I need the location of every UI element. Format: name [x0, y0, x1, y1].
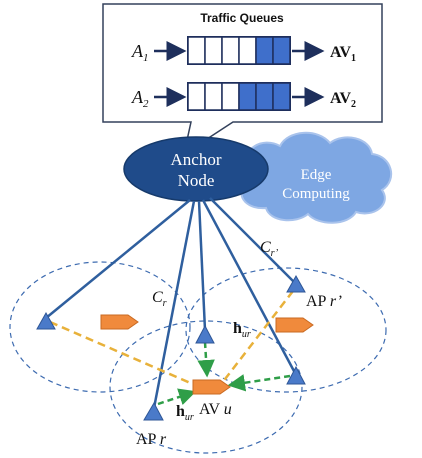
anchor-node: Anchor Node: [123, 136, 269, 202]
channel-label-h-ur-bottom: hur: [176, 403, 194, 423]
backhaul-link-center: [197, 200, 207, 331]
edge-computing-label-1: Edge: [301, 167, 332, 183]
queue-input-label-1: A1: [131, 41, 149, 64]
queue-slot-empty: [187, 36, 206, 65]
traffic-queues-callout: Traffic Queues A1 AV1 A2 AV2: [102, 3, 383, 156]
queue-slots-1: [187, 36, 291, 65]
interference-link-top-right: [221, 290, 294, 384]
vehicle-left: [100, 314, 139, 330]
access-point-right: [286, 365, 306, 385]
coverage-area-right: [185, 267, 387, 393]
access-point-center: [195, 324, 215, 344]
signal-link-center: [197, 341, 215, 378]
queue-input-label-2: A2: [131, 87, 149, 110]
queue-slot-empty: [204, 82, 223, 111]
vehicle-av-u: [192, 379, 231, 395]
queue-slot-empty: [204, 36, 223, 65]
interference-links: [49, 290, 294, 387]
queue-output-label-2: AV2: [330, 90, 356, 110]
vehicle-right: [275, 317, 314, 333]
edge-computing-label-2: Computing: [282, 186, 350, 202]
queue-row-1: A1 AV1: [131, 36, 356, 65]
queue-slot-empty: [238, 36, 257, 65]
coverage-area-left: [9, 261, 191, 393]
coverage-areas: [9, 261, 387, 454]
channel-label-h-ur-top: hur: [233, 320, 251, 340]
queue-slot-empty: [221, 36, 240, 65]
interference-link-left: [49, 320, 196, 387]
link-label-c-r-prime: Cr’: [260, 239, 279, 259]
backhaul-links: [45, 197, 297, 409]
queue-slot-filled: [238, 82, 257, 111]
edge-computing-cloud: Edge Computing: [239, 131, 393, 224]
av-u-label: AV u: [199, 401, 232, 418]
queue-slot-filled: [255, 82, 274, 111]
vehicles: [100, 314, 314, 395]
queue-slots-2: [187, 82, 291, 111]
access-point-left: [36, 311, 56, 330]
access-point-r-prime: [286, 274, 306, 293]
backhaul-link-ap-r: [152, 200, 196, 409]
signal-link-right: [227, 374, 291, 392]
signal-link-ap-r: [157, 388, 197, 406]
anchor-node-label-2: Node: [178, 171, 215, 190]
queue-slot-filled: [272, 82, 291, 111]
anchor-node-label-1: Anchor: [171, 150, 222, 169]
backhaul-link-left: [45, 199, 191, 319]
queue-output-label-1: AV1: [330, 44, 356, 64]
traffic-queues-title: Traffic Queues: [200, 11, 284, 25]
backhaul-link-right: [201, 199, 297, 374]
ap-r-prime-label: AP r’: [306, 293, 342, 310]
link-label-c-r: Cr: [152, 289, 167, 309]
queue-slot-empty: [187, 82, 206, 111]
queue-slot-filled: [255, 36, 274, 65]
signal-links: [157, 341, 291, 406]
queue-slot-filled: [272, 36, 291, 65]
queue-slot-empty: [221, 82, 240, 111]
coverage-area-bottom: [109, 320, 303, 454]
queue-row-2: A2 AV2: [131, 82, 356, 111]
access-point-r: [143, 401, 164, 421]
backhaul-link-ap-r-prime: [209, 197, 296, 284]
ap-r-label: AP r: [136, 431, 167, 448]
access-points: [36, 274, 306, 421]
